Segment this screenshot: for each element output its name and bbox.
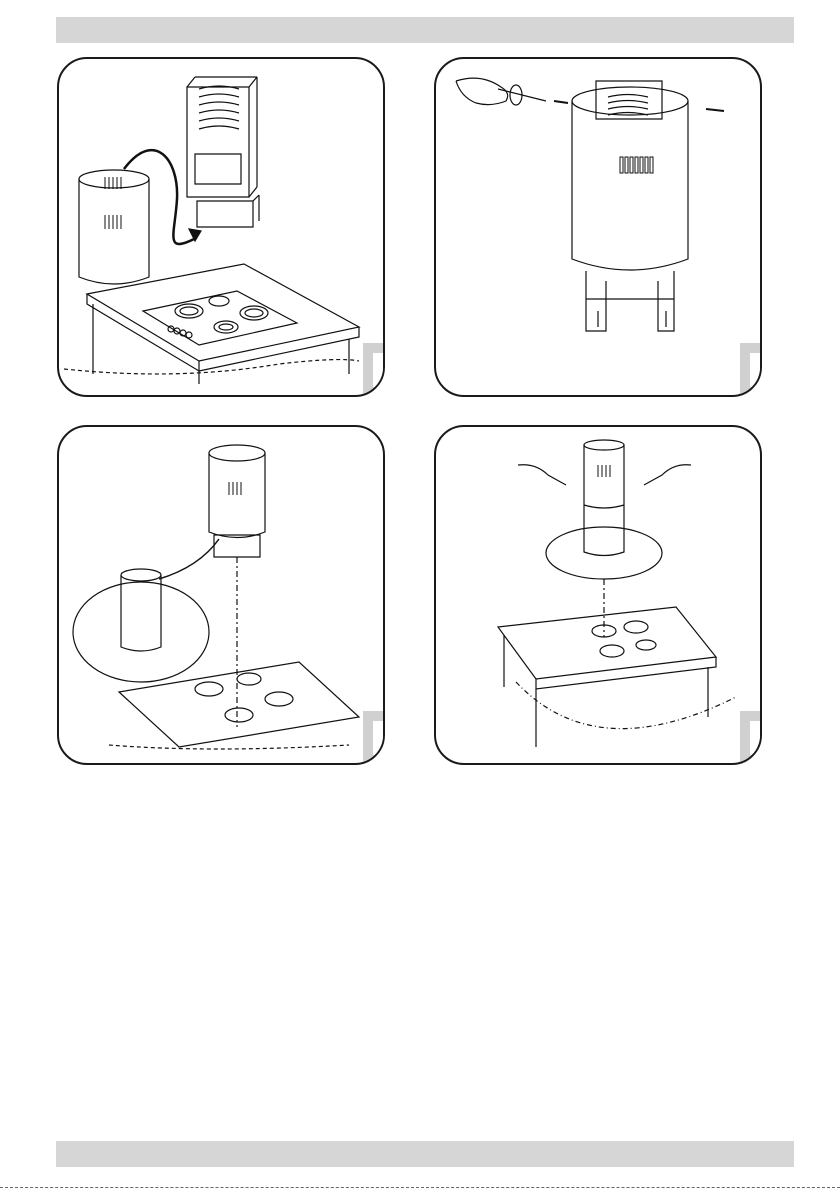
- header-bar: [56, 17, 794, 43]
- figure-panel-4: [434, 425, 762, 765]
- figure-panel-3: [57, 425, 385, 765]
- footer-bar: [56, 1141, 794, 1167]
- figure-panel-2: [434, 57, 762, 397]
- step-number-box: [363, 711, 385, 765]
- screw-fixing-illustration: [436, 59, 762, 397]
- page-edge-line: [0, 1187, 840, 1188]
- step-number-box: [363, 343, 385, 397]
- step-number-box: [740, 711, 762, 765]
- step-number-box: [740, 343, 762, 397]
- final-screw-fixing-illustration: [436, 427, 762, 765]
- figure-panel-1: [57, 57, 385, 397]
- hood-removal-illustration: [59, 59, 385, 397]
- hood-lowering-illustration: [59, 427, 385, 765]
